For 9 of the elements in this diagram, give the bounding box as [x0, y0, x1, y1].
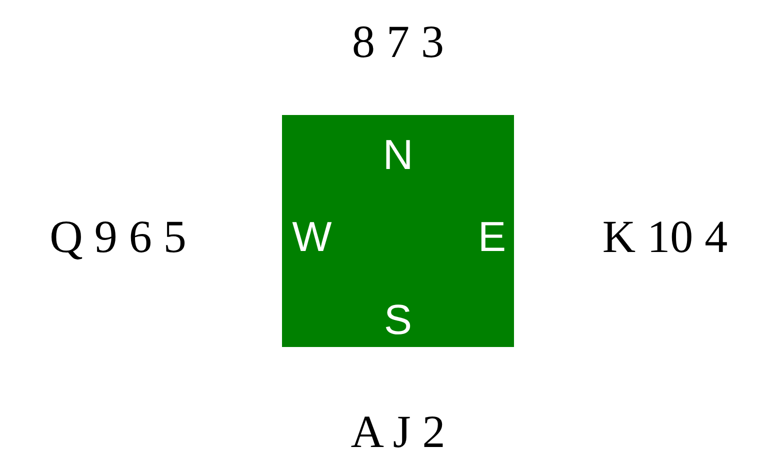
compass-direction: S	[384, 299, 412, 341]
compass-square	[282, 115, 514, 347]
compass-direction: W	[292, 216, 332, 258]
card-holding: Q 9 6 5	[50, 214, 186, 260]
compass-direction: E	[478, 216, 506, 258]
compass-direction: N	[382, 134, 414, 176]
card-holding: A J 2	[350, 409, 446, 454]
card-holding: K 10 4	[602, 214, 728, 260]
card-holding: 8 7 3	[352, 19, 444, 65]
